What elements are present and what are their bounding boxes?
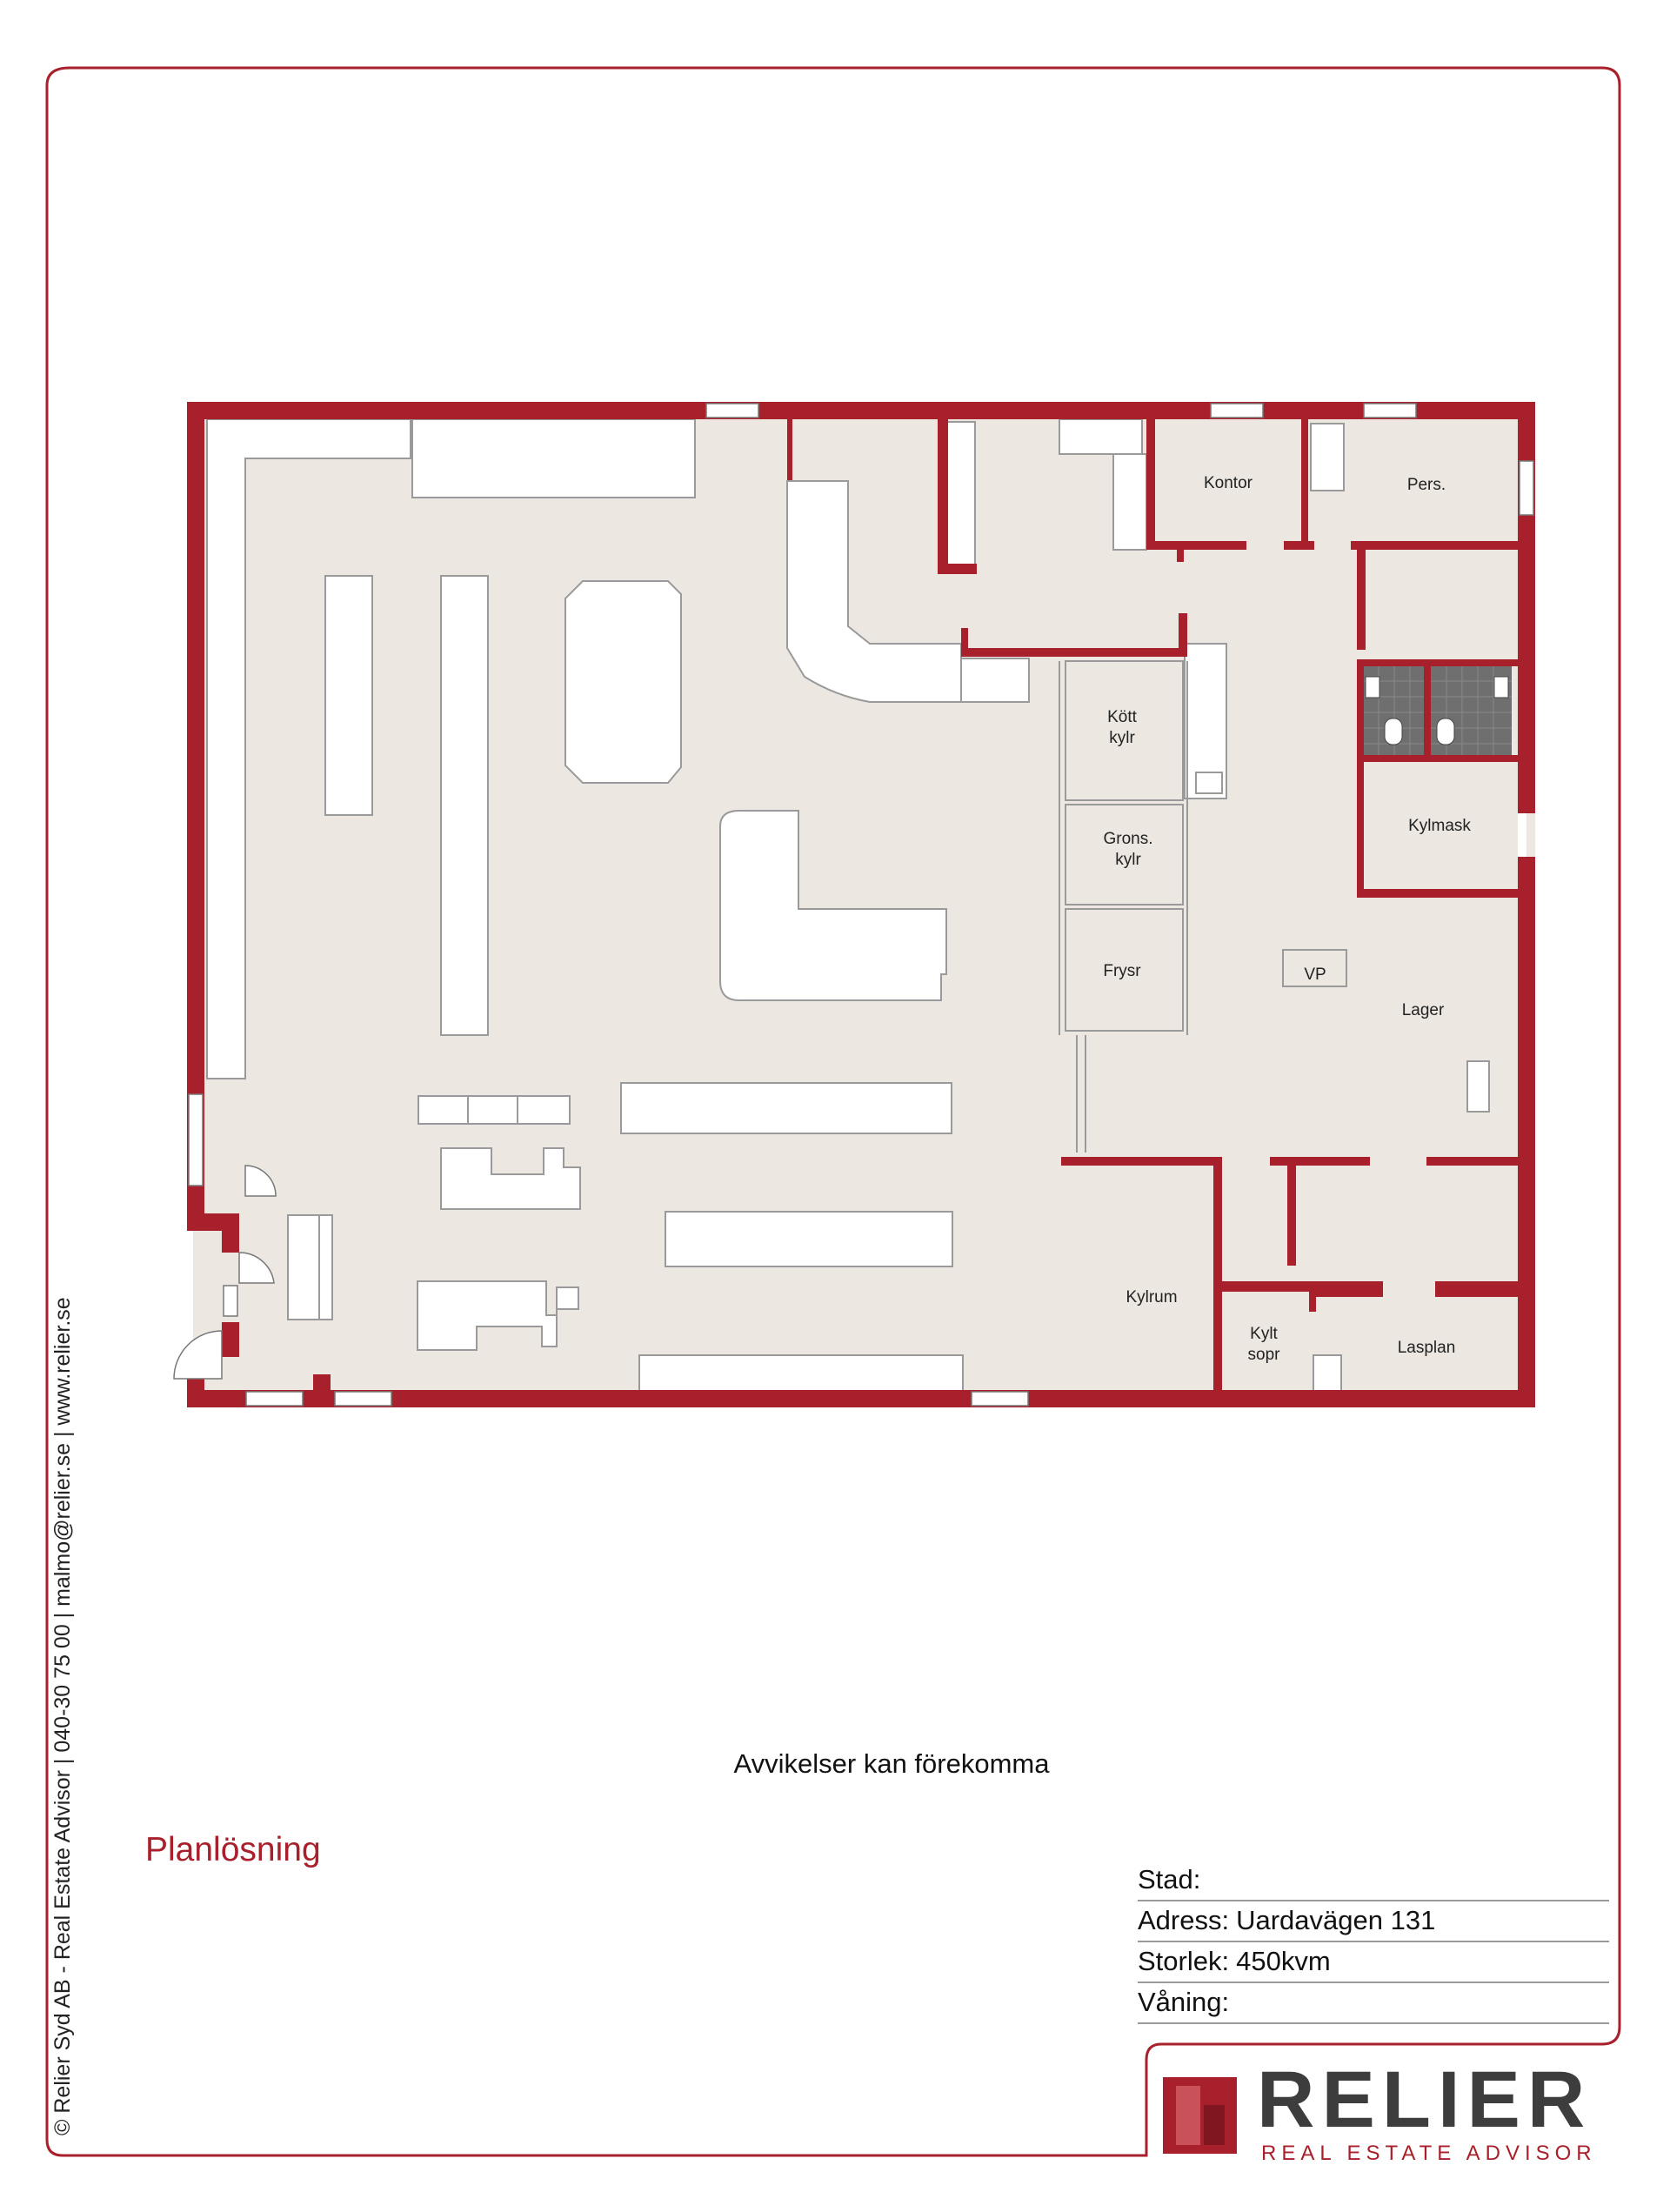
room-label-vp: VP — [1304, 966, 1326, 984]
window — [188, 1093, 204, 1186]
info-row-vaning: Våning: — [1138, 1984, 1609, 2024]
brand-tagline: REAL ESTATE ADVISOR — [1261, 2142, 1597, 2165]
room-label-grons-sub: kylr — [1115, 851, 1141, 869]
window — [334, 1391, 392, 1407]
storlek-value: 450kvm — [1236, 1946, 1331, 1976]
room-label-lasplan: Lasplan — [1398, 1339, 1456, 1357]
info-row-adress: Adress:Uardavägen 131 — [1138, 1902, 1609, 1942]
fixtures — [206, 418, 1490, 1398]
info-row-storlek: Storlek:450kvm — [1138, 1943, 1609, 1983]
door-swing — [244, 1165, 277, 1197]
window — [705, 403, 759, 418]
window — [1210, 403, 1264, 418]
toilet-icon — [1436, 718, 1455, 745]
plan-title: Planlösning — [145, 1831, 321, 1868]
storlek-label: Storlek: — [1138, 1946, 1230, 1976]
window — [223, 1285, 238, 1317]
toilets — [1363, 665, 1512, 757]
window — [971, 1391, 1029, 1407]
sink-icon — [1493, 676, 1509, 698]
room-label-kylt: Kylt — [1250, 1325, 1278, 1343]
brand-name: RELIER — [1257, 2055, 1593, 2144]
cold-rooms — [1059, 660, 1188, 1153]
door-swing — [173, 1330, 223, 1380]
room-label-grons: Grons. — [1103, 830, 1152, 848]
room-label-kylt-sub: sopr — [1248, 1346, 1281, 1364]
window — [1519, 460, 1534, 516]
room-label-kylmask: Kylmask — [1408, 817, 1471, 835]
windows — [188, 403, 1534, 1407]
room-label-kylrum: Kylrum — [1126, 1288, 1177, 1306]
vaning-label: Våning: — [1138, 1987, 1230, 2017]
door-swing — [238, 1252, 275, 1284]
room-label-kontor: Kontor — [1204, 474, 1253, 492]
room-label-lager: Lager — [1402, 1001, 1445, 1019]
contact-sidebar: © Relier Syd AB - Real Estate Advisor | … — [50, 1297, 75, 2135]
stad-label: Stad: — [1138, 1864, 1201, 1895]
toilet-icon — [1384, 718, 1403, 745]
sheet-frame — [45, 66, 1621, 2157]
adress-value: Uardavägen 131 — [1236, 1905, 1436, 1935]
room-label-pers: Pers. — [1407, 476, 1446, 494]
room-label-kott-sub: kylr — [1109, 729, 1135, 747]
vp-unit — [1282, 949, 1347, 987]
adress-label: Adress: — [1138, 1905, 1230, 1935]
walls — [187, 402, 1535, 1407]
window — [245, 1391, 304, 1407]
doors — [173, 1165, 277, 1380]
info-row-stad: Stad: — [1138, 1861, 1609, 1901]
disclaimer: Avvikelser kan förekomma — [733, 1748, 1050, 1779]
window — [1363, 403, 1417, 418]
sink-icon — [1365, 676, 1380, 698]
relier-logo-mark — [1163, 2077, 1237, 2154]
room-label-frysr: Frysr — [1103, 962, 1141, 980]
room-label-kott: Kött — [1107, 708, 1138, 726]
